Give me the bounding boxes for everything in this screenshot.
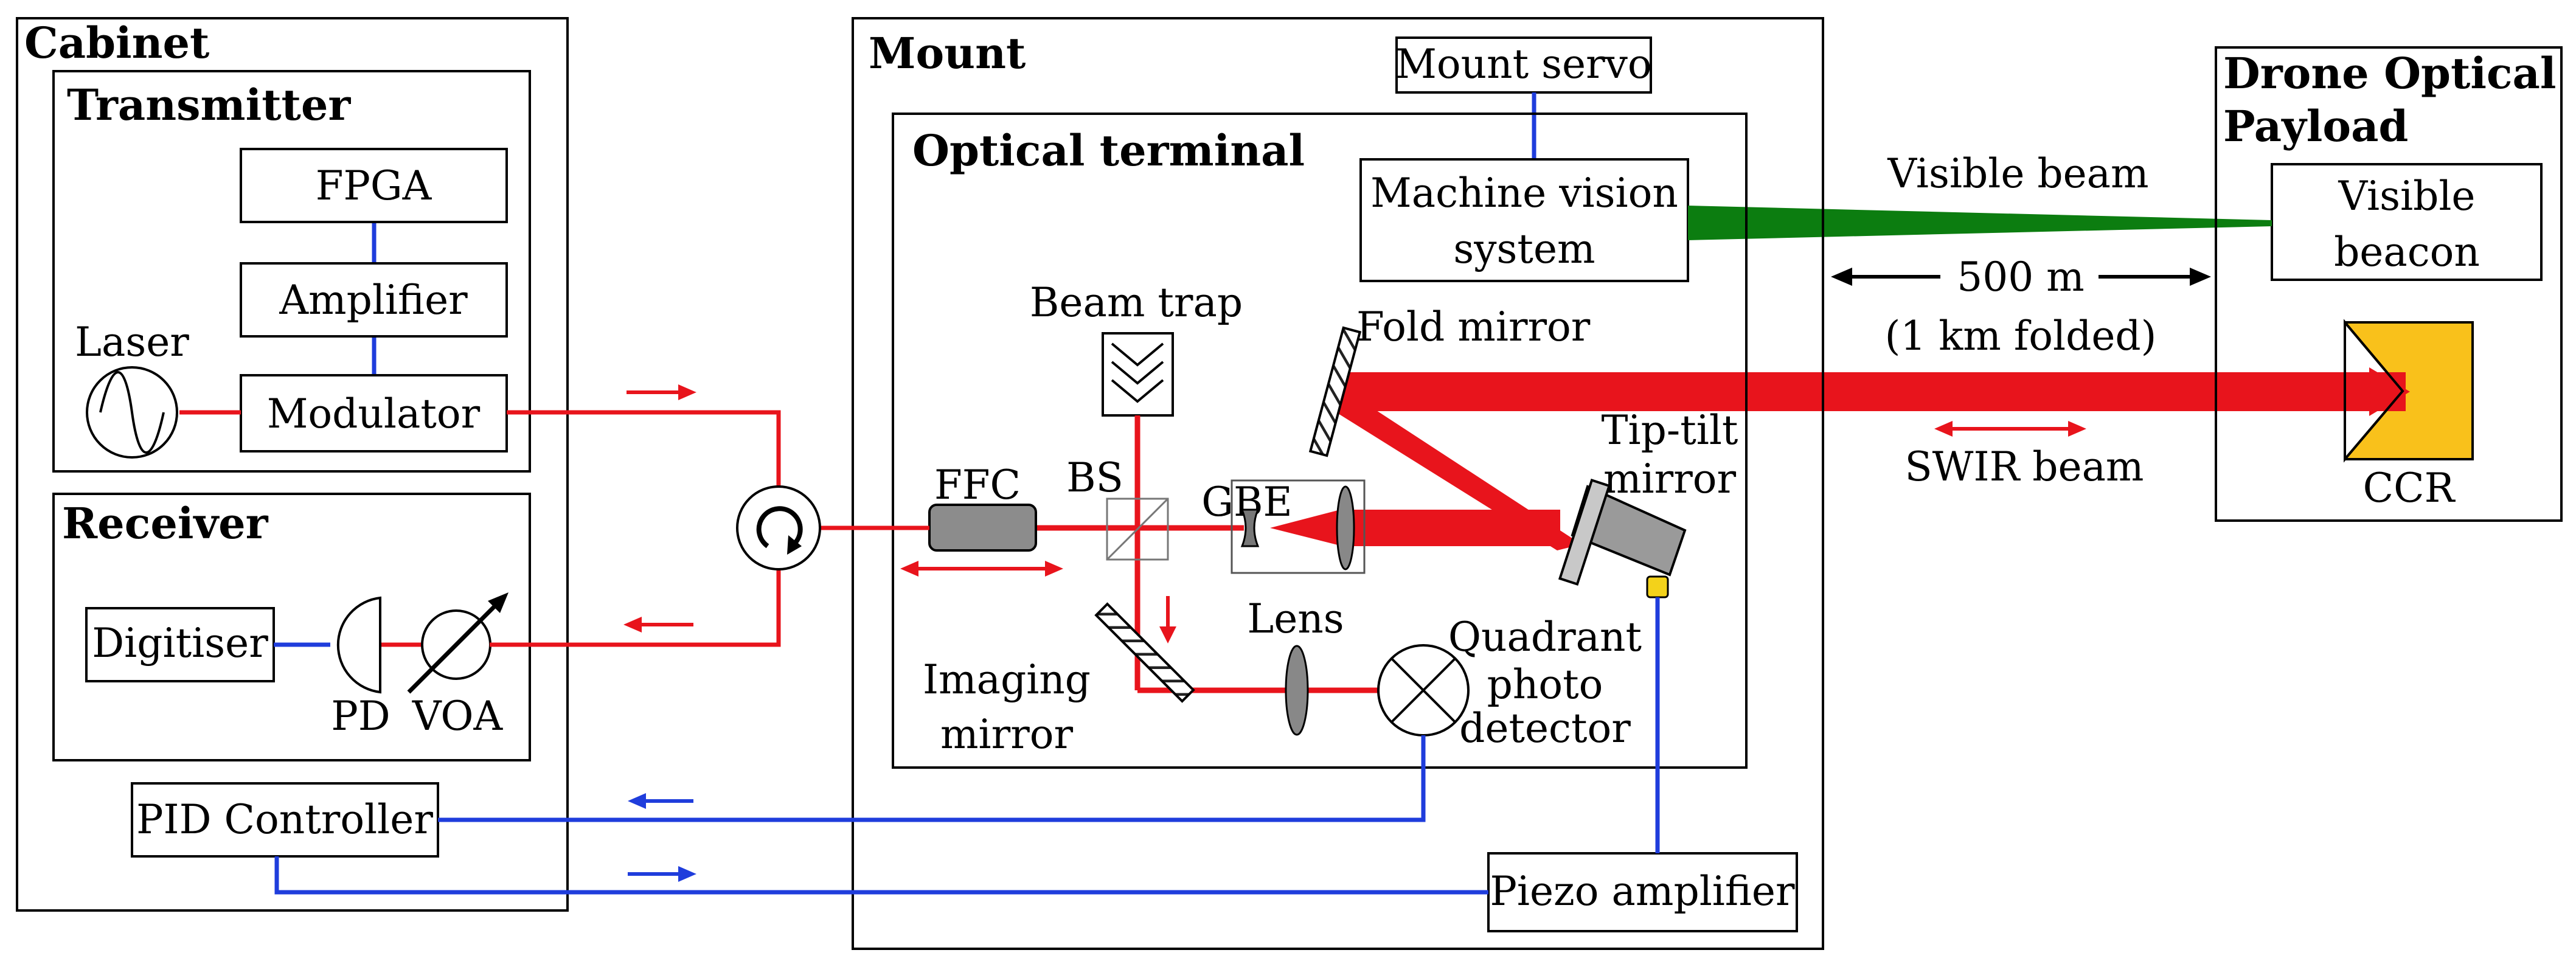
optical-terminal-panel: Optical terminal Machine vision system B… — [892, 113, 1748, 769]
visible-beacon-label-2: beacon — [2334, 229, 2480, 276]
tiptilt-mirror-icon — [1558, 479, 1687, 598]
amplifier-label: Amplifier — [279, 277, 468, 324]
drone-payload-panel: Drone Optical Payload Visible beacon CCR — [2215, 46, 2563, 522]
drone-title-2: Payload — [2223, 101, 2408, 151]
modulator-circulator-fibre — [507, 410, 781, 491]
tiptilt-label-2: mirror — [1603, 456, 1737, 502]
beam-trap-icon — [1102, 332, 1174, 417]
fpga-box — [240, 148, 508, 223]
gbe-expansion-cone — [1270, 508, 1347, 547]
imaging-mirror-label-2: mirror — [940, 711, 1074, 758]
voa-icon — [407, 592, 509, 694]
feedback-arrow — [628, 793, 693, 809]
fpga-label: FPGA — [316, 162, 432, 209]
digitiser-label: Digitiser — [92, 620, 268, 667]
visible-beam-label: Visible beam — [1887, 150, 2148, 197]
distance-folded-label: (1 km folded) — [1885, 313, 2157, 359]
photodiode-icon — [336, 596, 381, 694]
qpd-label-3: detector — [1459, 705, 1631, 752]
circulator-icon — [736, 485, 821, 570]
ffc-label: FFC — [934, 462, 1021, 508]
fold-to-tiptilt-beam — [1338, 377, 1581, 550]
ffc-icon — [928, 504, 1037, 552]
drone-title-1: Drone Optical — [2223, 48, 2557, 99]
tx-direction-arrow — [627, 384, 696, 400]
receiver-panel: Receiver Digitiser PD VOA — [52, 493, 531, 761]
gbe-converging-lens-icon — [1336, 485, 1355, 570]
mount-panel: Mount Mount servo Piezo amplifier Optica… — [852, 17, 1824, 950]
machine-vision-label-1: Machine vision — [1370, 170, 1678, 217]
fold-mirror-label: Fold mirror — [1356, 303, 1591, 350]
swir-beam-label: SWIR beam — [1904, 443, 2144, 490]
ffc-translation-arrow — [900, 561, 1063, 577]
receiver-frame — [52, 493, 531, 761]
piezo-amplifier-label: Piezo amplifier — [1490, 868, 1795, 915]
distance-arrow — [1831, 268, 2211, 286]
gbe-diverging-lens-icon — [1240, 508, 1260, 547]
cabinet-title: Cabinet — [24, 18, 209, 68]
mount-title: Mount — [869, 28, 1026, 78]
visible-beam — [1688, 206, 2272, 240]
pd-label: PD — [331, 693, 390, 740]
imaging-mirror-icon — [1094, 602, 1195, 703]
beam-trap-label: Beam trap — [1030, 279, 1243, 326]
lens-icon — [1285, 645, 1309, 736]
gbe-box — [1231, 479, 1366, 574]
ccr-label: CCR — [2363, 465, 2456, 511]
piezo-actuator-icon — [1646, 575, 1669, 598]
imaging-mirror-label-1: Imaging — [923, 656, 1091, 703]
qpd-label-1: Quadrant — [1448, 614, 1642, 661]
tiptilt-label-1: Tip-tilt — [1602, 407, 1738, 454]
pid-controller-label: PID Controller — [136, 796, 433, 843]
pid-piezo-signal — [274, 856, 1488, 895]
transmitter-title: Transmitter — [67, 80, 351, 130]
visible-beacon-label-1: Visible — [2338, 173, 2475, 220]
optical-terminal-title: Optical terminal — [912, 125, 1305, 176]
qpd-label-2: photo — [1487, 661, 1603, 708]
amplifier-box — [240, 262, 508, 338]
laser-label: Laser — [75, 319, 189, 366]
machine-vision-label-2: system — [1453, 226, 1595, 272]
receiver-title: Receiver — [62, 498, 269, 549]
lens-label: Lens — [1247, 595, 1344, 642]
cabinet-frame — [16, 17, 569, 912]
beam-splitter-icon — [1106, 498, 1169, 561]
distance-label: 500 m — [1957, 254, 2085, 300]
mount-servo-label: Mount servo — [1395, 41, 1651, 88]
transmitter-panel: Transmitter FPGA Amplifier Modulator Las… — [52, 70, 531, 473]
drive-arrow — [628, 866, 696, 882]
voa-label: VOA — [412, 693, 504, 740]
swir-beam-tip — [2369, 367, 2410, 416]
mount-servo-box — [1395, 36, 1652, 94]
swir-beam-main — [1341, 372, 2406, 411]
circulator-voa-fibre — [490, 566, 781, 647]
down-direction-arrow — [1159, 596, 1176, 643]
bs-label: BS — [1066, 454, 1123, 501]
gbe-to-tiptilt-beam — [1347, 510, 1560, 546]
swir-direction-arrow — [1934, 421, 2086, 437]
fold-mirror-icon — [1308, 326, 1362, 457]
swir-beam-internal — [1034, 377, 1581, 693]
qpd-pid-signal — [438, 735, 1426, 822]
modulator-label: Modulator — [267, 390, 481, 437]
sine-source-icon — [86, 366, 178, 459]
rx-direction-arrow — [623, 617, 693, 633]
cabinet-panel: Cabinet Transmitter FPGA Amplifier Modul… — [16, 17, 569, 912]
transmitter-frame — [52, 70, 531, 473]
ccr-outline — [2344, 319, 2404, 463]
